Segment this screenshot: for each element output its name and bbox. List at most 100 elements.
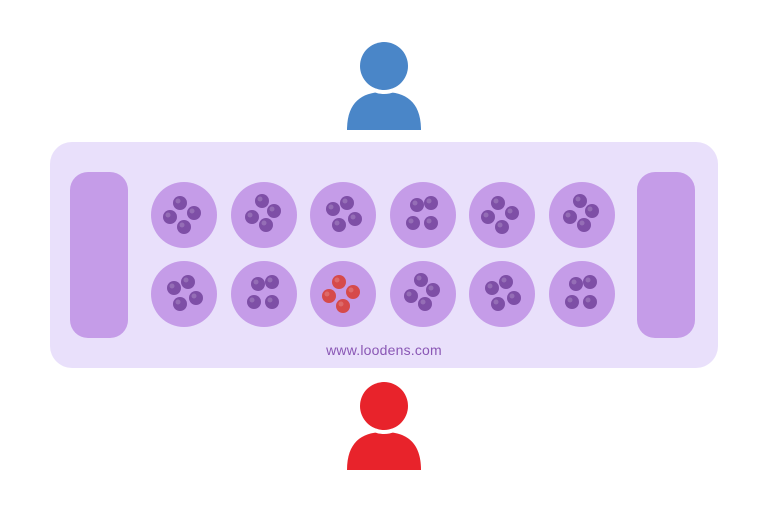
seed [167,281,181,295]
seed [423,196,438,210]
seed-shine [567,297,572,303]
seed-shine [428,285,433,291]
seed [417,297,432,311]
player-avatar[interactable] [342,380,426,470]
seed [481,210,495,224]
seed-shine [183,277,189,283]
seed-shine [416,275,421,281]
seeds [163,196,201,234]
pit-top-5[interactable] [469,182,535,248]
seed [346,285,360,299]
seed [491,196,505,210]
seed-shine [253,279,258,285]
seeds [403,273,440,311]
seed-shine [408,218,413,224]
seed [181,275,195,289]
seed [568,277,583,291]
seed [326,202,340,216]
seed [562,210,577,224]
user-icon-body [347,432,421,470]
seed [564,295,579,309]
seed-shine [426,198,431,204]
seed-shine [247,212,252,218]
seed-shine [587,206,592,212]
seeds [564,275,597,309]
seed-shine [267,297,272,303]
seed [246,295,261,309]
seeds [481,196,519,234]
user-icon [347,380,421,470]
pit-top-1[interactable] [151,182,217,248]
seed-shine [493,198,499,204]
seed [582,275,597,289]
pit-bottom-6[interactable] [548,261,615,327]
seed-shine [334,277,340,283]
seed [264,275,279,289]
seed [173,196,187,210]
seed [250,277,265,291]
seed-shine [261,220,266,226]
seed [403,289,418,303]
seed-shine [179,222,185,228]
seed [485,281,499,295]
seed-shine [328,204,334,210]
user-icon [347,40,421,130]
seed [266,204,281,218]
seeds [562,194,599,232]
seed [413,273,428,287]
pit-top-6[interactable] [548,182,615,248]
seed-shine [483,212,489,218]
seed [258,218,273,232]
pit-bottom-2[interactable] [230,261,297,327]
seed [264,295,279,309]
seed-shine [507,208,513,214]
seed [425,283,440,297]
pit-top-4[interactable] [389,182,456,248]
seed [495,220,509,234]
seed-shine [165,212,171,218]
seed-shine [269,206,274,212]
seeds [405,196,438,230]
seed-shine [412,200,417,206]
seed-shine [565,212,570,218]
seeds [326,196,362,232]
seed [572,194,587,208]
pit-bottom-5[interactable] [469,261,535,327]
user-icon-head [360,42,408,90]
seed-shine [249,297,254,303]
seeds [244,194,281,232]
opponent-avatar[interactable] [342,40,426,130]
seed-shine [493,299,499,305]
seed [177,220,191,234]
seed-shine [267,277,272,283]
seed-shine [406,291,411,297]
pit-top-3[interactable] [310,182,376,248]
seed [584,204,599,218]
seed-shine [348,287,354,293]
pit-bottom-4[interactable] [389,261,456,327]
seed [332,275,346,289]
seed-shine [487,283,493,289]
seed [491,297,505,311]
seeds [322,275,360,313]
seed-shine [575,196,580,202]
seed [254,194,269,208]
seed [348,212,362,226]
seed-shine [342,198,348,204]
seed-shine [509,293,515,299]
seed-shine [497,222,503,228]
seed-shine [324,291,330,297]
seed-shine [191,293,197,299]
website-label: www.loodens.com [326,342,442,358]
seed-shine [585,277,590,283]
user-icon-head [360,382,408,430]
pit-bottom-3[interactable] [310,261,376,327]
store-right[interactable] [637,172,695,338]
seed-shine [501,277,507,283]
pit-top-2[interactable] [230,182,297,248]
pit-bottom-1[interactable] [151,261,217,327]
seed [336,299,350,313]
seed [244,210,259,224]
seed-shine [420,299,425,305]
store-left[interactable] [70,172,128,338]
